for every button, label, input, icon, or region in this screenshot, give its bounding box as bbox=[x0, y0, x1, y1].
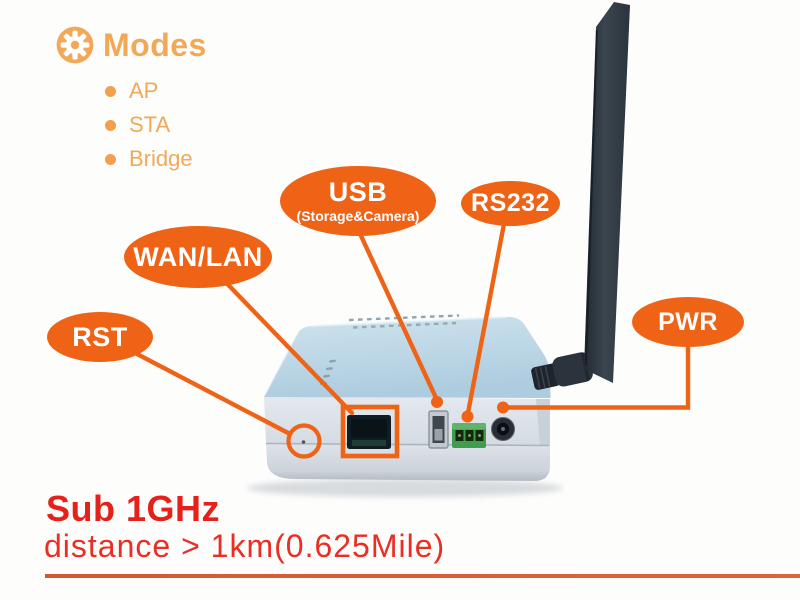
device-seam-line bbox=[265, 442, 550, 447]
callout-pwr: PWR bbox=[632, 297, 744, 347]
footer-title: Sub 1GHz bbox=[46, 488, 221, 529]
callout-usb-label: USB bbox=[328, 177, 388, 207]
bullet-dot-icon bbox=[105, 119, 116, 131]
reset-pinhole bbox=[301, 440, 306, 444]
pwr-pointer-dot bbox=[497, 401, 509, 414]
device-front-right-shade bbox=[536, 399, 550, 446]
leader-line-wanlan bbox=[209, 265, 355, 416]
modes-item-ap: AP bbox=[105, 78, 207, 103]
modes-item-sta: STA bbox=[105, 112, 207, 137]
device-top bbox=[264, 316, 551, 398]
callout-rs232-label: RS232 bbox=[471, 189, 550, 217]
modes-item-label: Bridge bbox=[129, 146, 193, 171]
modes-item-bridge: Bridge bbox=[105, 146, 207, 171]
power-jack bbox=[491, 417, 515, 441]
device-shadow bbox=[247, 479, 563, 497]
wanlan-highlight-rect bbox=[340, 404, 400, 459]
callout-rs232: RS232 bbox=[461, 181, 560, 226]
modes-list: AP STA Bridge bbox=[105, 78, 207, 171]
device-base bbox=[266, 444, 550, 481]
gear-icon bbox=[54, 24, 96, 66]
leader-line-rs232 bbox=[465, 205, 510, 416]
callout-usb: USB (Storage&Camera) bbox=[280, 166, 436, 236]
bullet-dot-icon bbox=[105, 85, 116, 97]
modes-item-label: STA bbox=[129, 112, 171, 137]
usb-pointer-dot bbox=[431, 396, 443, 408]
rst-highlight-circle bbox=[286, 423, 322, 459]
footer-divider bbox=[45, 574, 800, 578]
rs232-terminal-port bbox=[452, 423, 486, 448]
callout-wan-lan: WAN/LAN bbox=[124, 226, 272, 288]
modes-item-label: AP bbox=[129, 78, 159, 103]
leader-line-pwr bbox=[503, 327, 691, 410]
device-top-ridge-highlight bbox=[310, 316, 507, 327]
bullet-dot-icon bbox=[105, 153, 116, 165]
callout-rst-label: RST bbox=[72, 321, 128, 352]
rs232-pointer-dot bbox=[461, 410, 474, 423]
device-left-edge-highlight bbox=[263, 334, 298, 398]
modes-header: Modes bbox=[54, 24, 207, 66]
callout-wan-lan-label: WAN/LAN bbox=[133, 241, 263, 272]
modes-title: Modes bbox=[103, 26, 207, 63]
callout-usb-sublabel: (Storage&Camera) bbox=[296, 208, 420, 224]
antenna-hinge bbox=[531, 352, 593, 390]
rj45-port bbox=[347, 415, 391, 449]
usb-port bbox=[428, 410, 449, 449]
callout-rst: RST bbox=[47, 312, 153, 362]
antenna bbox=[531, 2, 630, 390]
leader-line-rst bbox=[115, 341, 293, 437]
leader-line-usb bbox=[347, 209, 440, 403]
callout-pwr-label: PWR bbox=[658, 307, 718, 336]
footer-subtitle: distance > 1km(0.625Mile) bbox=[44, 528, 446, 564]
modes-section: Modes AP STA Bridge bbox=[54, 24, 207, 181]
